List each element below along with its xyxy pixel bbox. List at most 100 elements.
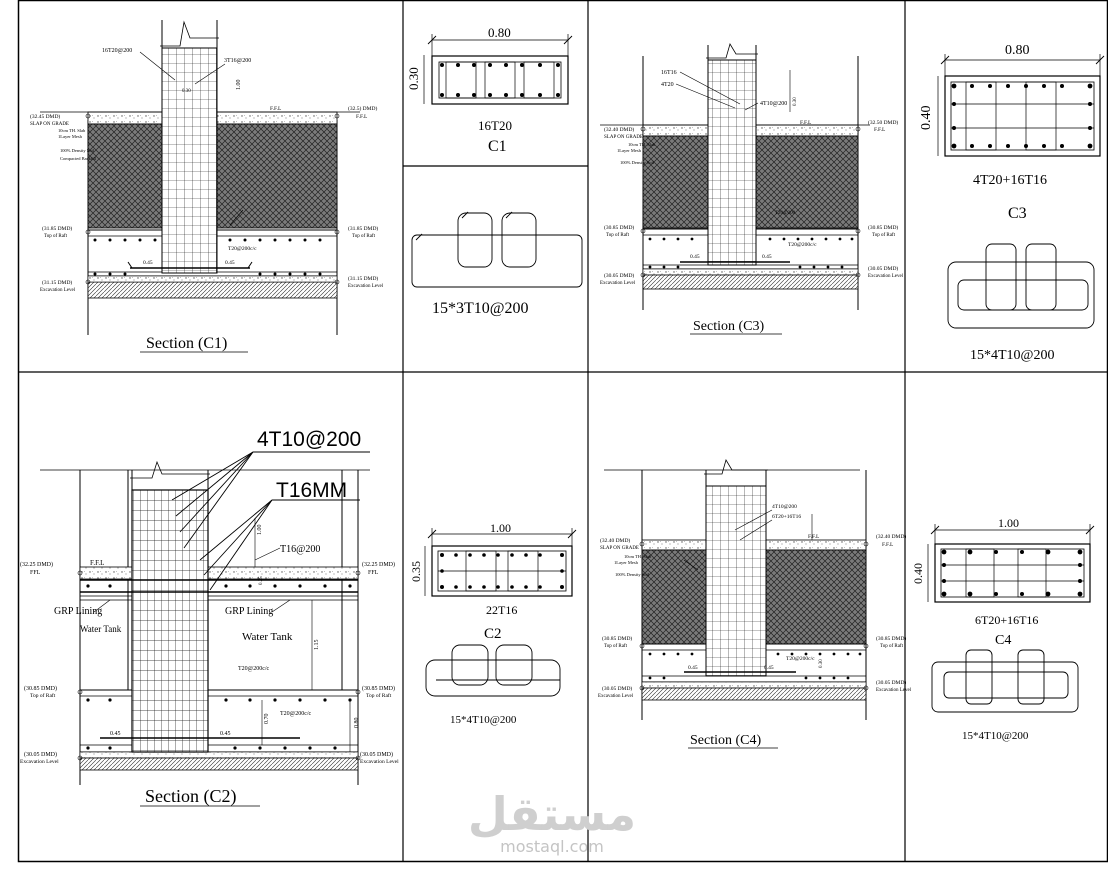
c4-dim-right: 0.45 xyxy=(764,665,774,671)
c3-excav-note: 100% Density Soil xyxy=(620,160,655,165)
c4-rebar: 6T20+16T16 xyxy=(975,613,1038,627)
c2-callout-bars: T16MM xyxy=(276,479,347,502)
c3-stirrups: 15*4T10@200 xyxy=(970,348,1054,363)
c4-level-top: (32.40 DMD) xyxy=(600,537,630,544)
c2-raft-text-right: Top of Raft xyxy=(366,692,392,699)
c2-dim-v3: 0.70 xyxy=(264,714,270,725)
c3-mesh2: 1Layer Mesh xyxy=(617,148,642,153)
c4-mesh2: 1Layer Mesh xyxy=(614,560,639,565)
section-c2: 4T10@200 T16MM 1.00 T16@200 0.25 (32.25 … xyxy=(20,428,399,807)
c2-name: C2 xyxy=(484,626,502,642)
c1-mesh: 10cm TH. Slab xyxy=(58,128,86,133)
c4-exc-level: (30.05 DMD) xyxy=(602,685,632,692)
c1-raft-level-right: (31.85 DMD) xyxy=(348,225,378,232)
c4-exc-text: Excavation Level xyxy=(598,694,634,699)
c4-ffl-right: F.F.L xyxy=(882,542,894,548)
c2-dim-left: 0.45 xyxy=(110,731,121,737)
section-c3: 16T16 4T20 4T10@200 0.30 (32.40 DMD) SLA… xyxy=(600,43,904,335)
c3-bar-main: 16T16 xyxy=(661,70,677,76)
c3-name: C3 xyxy=(1008,205,1027,222)
c4-stirrups: 15*4T10@200 xyxy=(962,730,1029,742)
c1-ffl-right: F.F.L xyxy=(356,114,368,120)
c2-ffl-left: FFL xyxy=(30,570,41,576)
c2-raft-text: Top of Raft xyxy=(30,692,56,699)
detail-c3: 0.80 0.40 4T20+16T16 C3 15*4T10@200 xyxy=(919,43,1105,363)
c2-grp-right: GRP Lining xyxy=(225,606,273,617)
watermark-latin: mostaql.com xyxy=(500,837,604,856)
c1-dim-left: 0.45 xyxy=(143,260,153,266)
c3-dowel: T20@200c/c xyxy=(788,242,817,248)
watermark-arabic: مستقل xyxy=(468,787,636,841)
c4-raft-level-right: (30.85 DMD) xyxy=(876,635,906,642)
c2-section-title: Section (C2) xyxy=(145,786,237,807)
c3-dim-v: 0.30 xyxy=(793,97,798,106)
c2-tank-right: Water Tank xyxy=(242,631,293,643)
c1-dim-mid: 0.30 xyxy=(182,89,191,94)
c2-raft-level-right: (30.85 DMD) xyxy=(362,685,395,692)
c1-level-top: (32.45 DMD) xyxy=(30,113,60,120)
c2-dim-v4: 0.80 xyxy=(354,718,360,729)
c1-bar-tie: 3T16@200 xyxy=(224,58,251,64)
c3-raft-level: (30.85 DMD) xyxy=(604,224,634,231)
section-c1: 16T20@200 3T16@200 1.00 (32.45 DMD) SLAP… xyxy=(30,20,384,353)
c2-ffl-right: FFL xyxy=(368,570,379,576)
c2-ffl: F.F.L xyxy=(90,559,104,567)
c2-dim-v2: 1.15 xyxy=(314,640,320,651)
c1-section-title: Section (C1) xyxy=(146,335,227,352)
c3-raft-text: Top of Raft xyxy=(606,233,630,238)
c2-rebar: 22T16 xyxy=(486,603,517,617)
c1-raft-text: Top of Raft xyxy=(44,234,68,239)
c2-exc-text: Excavation Level xyxy=(20,759,59,765)
c4-dowel: T20@200c/c xyxy=(786,656,815,662)
c1-raft-text-right: Top of Raft xyxy=(352,234,376,239)
c4-exc-text-right: Excavation Level xyxy=(876,688,912,693)
c2-dowel2: T20@200c/c xyxy=(280,711,312,717)
c4-dim-left: 0.45 xyxy=(688,665,698,671)
c1-mesh2: 1Layer Mesh xyxy=(58,134,83,139)
c3-slab: SLAP ON GRADE xyxy=(604,135,643,140)
c4-width-dim: 1.00 xyxy=(998,516,1019,530)
c3-ffl-right: F.F.L xyxy=(874,127,886,133)
c3-note-mid: T20@200 xyxy=(775,211,796,216)
c1-name: C1 xyxy=(488,138,507,155)
c2-exc-text-right: Excavation Level xyxy=(360,759,399,765)
c4-dim-v: 0.30 xyxy=(819,659,824,668)
c1-raft-level: (31.85 DMD) xyxy=(42,225,72,232)
c4-raft-level: (30.85 DMD) xyxy=(602,635,632,642)
c3-mesh: 10cm TH. Slab xyxy=(628,142,656,147)
c2-grp-left: GRP Lining xyxy=(54,606,102,617)
c3-exc-level-right: (30.05 DMD) xyxy=(868,265,898,272)
c1-exc-text: Excavation Level xyxy=(40,288,76,293)
c2-height-dim: 0.35 xyxy=(409,561,423,582)
c2-tank-left: Water Tank xyxy=(80,624,122,634)
detail-c4: 1.00 0.40 6T20+16T16 C4 15*4T10@200 xyxy=(911,516,1095,742)
c3-bar-b: 4T20 xyxy=(661,82,674,88)
c4-name: C4 xyxy=(995,633,1011,648)
c1-excav-note: 100% Density Soil xyxy=(60,148,95,153)
c4-raft-text-right: Top of Raft xyxy=(880,644,904,649)
c3-raft-level-right: (30.85 DMD) xyxy=(868,224,898,231)
c3-bar-tie: 4T10@200 xyxy=(760,101,787,107)
c2-level-top-right: (32.25 DMD) xyxy=(362,561,395,568)
c2-level-top: (32.25 DMD) xyxy=(20,561,53,568)
c1-bar-main: 16T20@200 xyxy=(102,48,132,54)
c4-height-dim: 0.40 xyxy=(911,563,925,584)
detail-c1: 0.80 0.30 16T20 C1 15*3T10@200 xyxy=(406,25,583,317)
c3-section-title: Section (C3) xyxy=(693,319,764,334)
c4-excav-note: 100% Density Soil xyxy=(615,572,650,577)
c3-raft-text-right: Top of Raft xyxy=(872,233,896,238)
c4-raft-text: Top of Raft xyxy=(604,644,628,649)
detail-c2: 1.00 0.35 22T16 C2 15*4T10@200 xyxy=(409,521,577,726)
c2-dim-small: 0.25 xyxy=(259,576,264,585)
c1-dowel: T20@200c/c xyxy=(228,246,257,252)
c1-rebar: 16T20 xyxy=(478,118,512,133)
c4-slab: SLAP ON GRADE xyxy=(600,546,639,551)
c3-width-dim: 0.80 xyxy=(1005,43,1030,58)
c1-dim-v: 1.00 xyxy=(236,80,242,91)
c4-level-top-right: (32.40 DMD) xyxy=(876,533,906,540)
c4-ffl: F.F.L xyxy=(808,534,820,540)
c1-exc-level: (31.15 DMD) xyxy=(42,279,72,286)
c2-stirrups: 15*4T10@200 xyxy=(450,714,517,726)
c1-stirrups: 15*3T10@200 xyxy=(432,300,529,317)
